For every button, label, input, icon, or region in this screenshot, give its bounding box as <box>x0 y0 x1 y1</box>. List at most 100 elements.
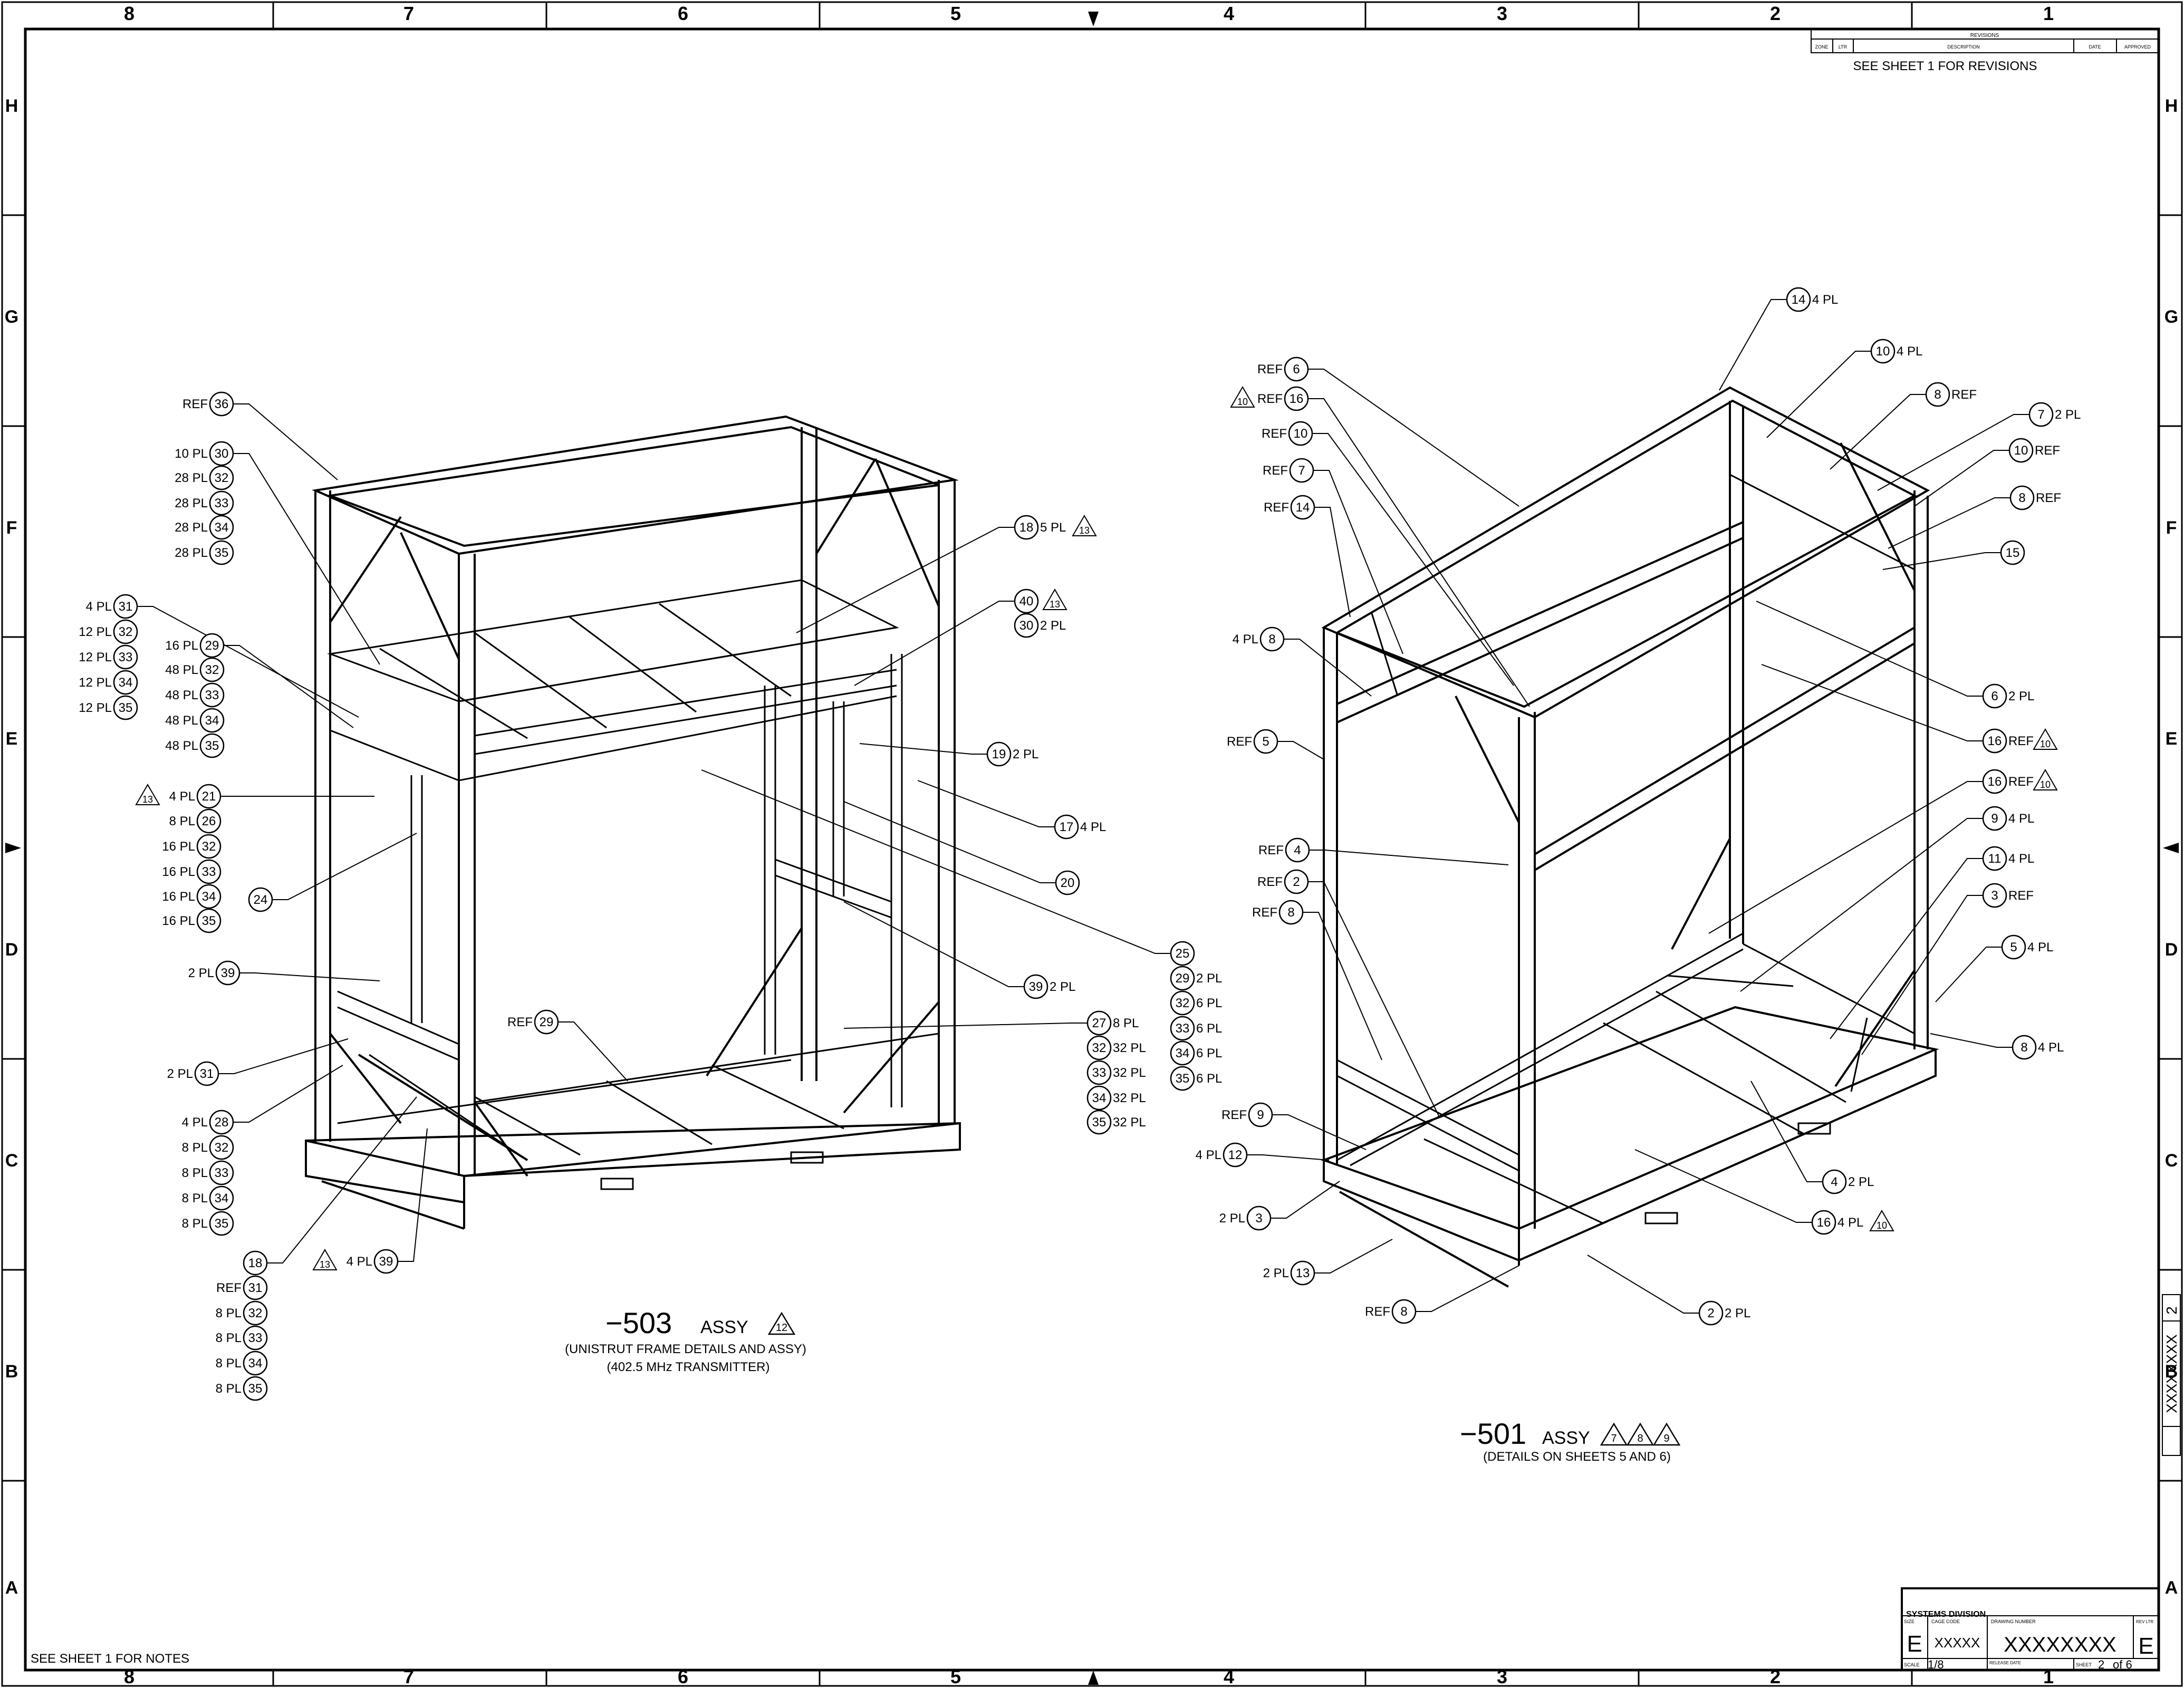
balloon-circle <box>1290 1260 1315 1286</box>
balloon-number: 8 <box>2018 491 2025 505</box>
balloon-qualifier: 4 PL <box>169 789 195 804</box>
zone-row-label: A <box>5 1578 18 1598</box>
balloon-number: 7 <box>2037 408 2044 422</box>
zone-row-label: C <box>2165 1151 2178 1171</box>
balloon-circle <box>1284 386 1309 411</box>
zone-row-label: D <box>2165 940 2178 960</box>
balloon-qualifier: 32 PL <box>1113 1041 1146 1055</box>
balloon-circle <box>209 540 234 565</box>
rev-col-description: DESCRIPTION <box>1947 44 1980 50</box>
balloon-circle <box>1925 382 1950 407</box>
title-block-sheet: 2 <box>2098 1658 2104 1671</box>
balloon-number: 12 <box>1228 1148 1243 1162</box>
balloon-number: 6 <box>1293 362 1300 377</box>
balloon-number: 8 <box>1287 905 1294 920</box>
balloon-circle <box>1086 1110 1112 1135</box>
balloon-number: 33 <box>215 496 229 510</box>
balloon-circle <box>1170 990 1195 1016</box>
leader-line <box>233 453 380 665</box>
balloon-number: 8 <box>1934 388 1941 402</box>
frame-503-drawing <box>305 415 961 1230</box>
title-block-rev-label: REV LTR <box>2136 1619 2153 1624</box>
leader-line <box>1284 639 1372 697</box>
balloon-number: 35 <box>1092 1115 1107 1130</box>
balloon-qualifier: 12 PL <box>79 650 112 664</box>
balloon-number: 40 <box>1019 594 1034 609</box>
balloon-circle <box>1278 900 1304 925</box>
zone-column-label: 5 <box>950 3 961 24</box>
balloon-qualifier: 2 PL <box>1848 1175 1874 1189</box>
item-balloon-35: 358 PL <box>216 1376 268 1401</box>
view-501-flag-triangle-3 <box>1652 1422 1681 1446</box>
balloon-circle <box>209 1211 234 1236</box>
leader-line <box>1634 1149 1812 1223</box>
item-balloon-3: 32 PL <box>1219 1205 1272 1231</box>
leader-line <box>859 743 987 755</box>
balloon-circle <box>1170 941 1195 966</box>
leader-line <box>1766 351 1871 438</box>
center-mark-bottom <box>1088 1671 1099 1685</box>
balloon-circle <box>2028 402 2054 427</box>
balloon-number: 25 <box>1176 947 1190 961</box>
leader-line <box>1314 1239 1393 1274</box>
flag-note-number: 10 <box>2040 779 2051 790</box>
revisions-title: REVISIONS <box>1970 33 1999 38</box>
flag-note-number: 13 <box>320 1259 330 1270</box>
balloon-qualifier: 6 PL <box>1196 1046 1222 1060</box>
balloon-qualifier: 12 PL <box>79 625 112 639</box>
balloon-number: 31 <box>248 1281 263 1295</box>
balloon-number: 4 <box>1831 1175 1837 1189</box>
notes-reference: SEE SHEET 1 FOR NOTES <box>31 1652 189 1666</box>
balloon-circle <box>209 1110 234 1135</box>
balloon-circle <box>209 1185 234 1211</box>
zone-row-ticks <box>2 214 2182 1482</box>
balloon-number: 35 <box>1176 1072 1190 1086</box>
balloon-number: 7 <box>1298 464 1305 478</box>
balloon-qualifier: REF <box>2008 775 2034 789</box>
balloon-qualifier: 8 PL <box>216 1331 242 1345</box>
view-501-flag-triangle-1 <box>1600 1422 1628 1446</box>
balloon-qualifier: 2 PL <box>1725 1306 1750 1320</box>
balloon-circle <box>1014 515 1039 540</box>
view-503-subtitle-1: (UNISTRUT FRAME DETAILS AND ASSY) <box>565 1342 806 1356</box>
balloon-number: 32 <box>1092 1041 1107 1055</box>
balloon-qualifier: 8 PL <box>216 1356 242 1371</box>
title-block-sheet-label: SHEET <box>2076 1662 2092 1667</box>
view-501-flag-1: 7 <box>1611 1433 1617 1444</box>
center-mark-right <box>2163 843 2179 853</box>
balloon-number: 16 <box>1988 775 2002 789</box>
balloon-number: 20 <box>1061 876 1075 890</box>
item-balloon-31: 312 PL <box>167 1061 219 1086</box>
leader-line <box>1708 781 1983 934</box>
zone-column-label: 3 <box>1497 3 1507 24</box>
zone-row-label: A <box>2165 1578 2178 1598</box>
balloon-circle <box>209 515 234 540</box>
leader-line <box>843 801 1056 883</box>
zone-column-label: 2 <box>1770 1666 1781 1687</box>
balloon-qualifier: REF <box>216 1281 242 1295</box>
balloon-number: 34 <box>202 890 216 904</box>
balloon-qualifier: 4 PL <box>2027 940 2053 954</box>
item-balloon-31: 31 REF <box>216 1275 268 1300</box>
rev-col-ltr: LTR <box>1839 44 1848 50</box>
balloon-circle <box>196 784 222 809</box>
view-caption-503: −503 ASSY 12 (UNISTRUT FRAME DETAILS AND… <box>565 1306 806 1374</box>
balloon-qualifier: 4 PL <box>347 1255 372 1269</box>
title-block-scale-label: SCALE <box>1904 1662 1920 1667</box>
leader-line <box>796 527 1015 633</box>
balloon-circle <box>113 619 138 644</box>
